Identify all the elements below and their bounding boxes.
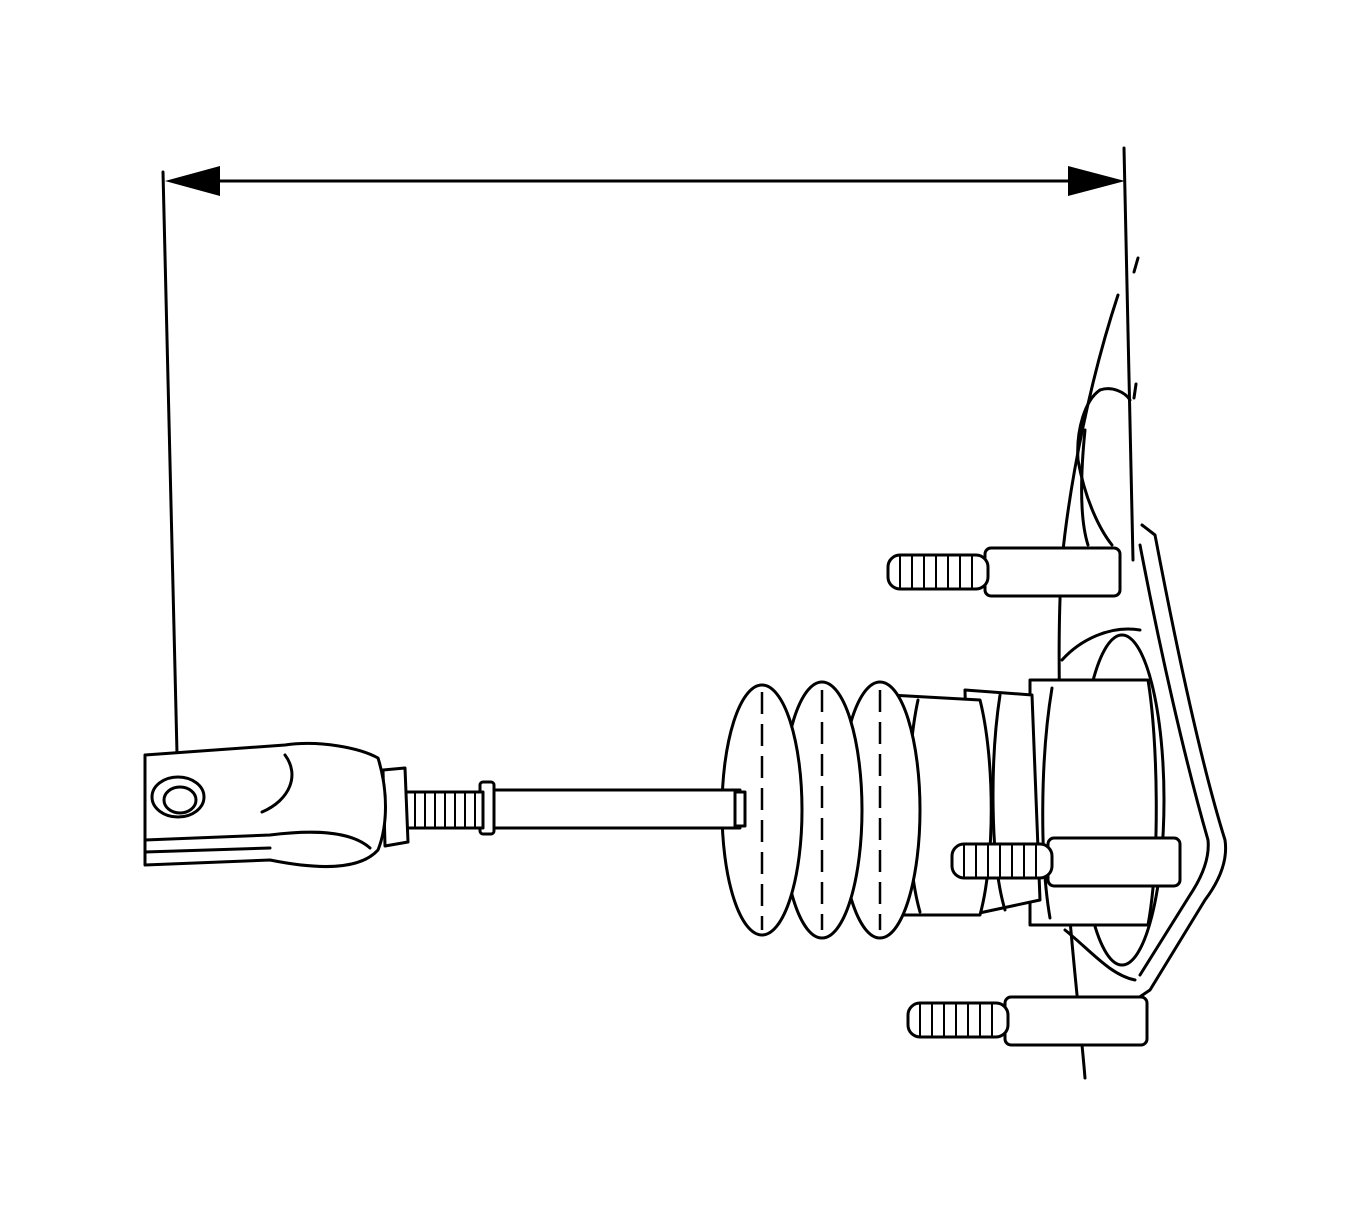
booster-body [888,678,1158,927]
bellows-boot [720,680,922,940]
pushrod [381,766,747,848]
mounting-plate [1057,256,1228,1080]
dimension-line [161,146,1135,797]
clevis [143,741,387,868]
stud-lower [906,995,1149,1047]
left-extension-line [161,170,180,797]
stud-middle [950,836,1182,888]
stud-upper [886,546,1122,598]
right-arrowhead [1068,166,1125,196]
right-extension-line [1122,146,1135,562]
clevis-hole [150,775,206,819]
left-arrowhead [165,166,220,196]
